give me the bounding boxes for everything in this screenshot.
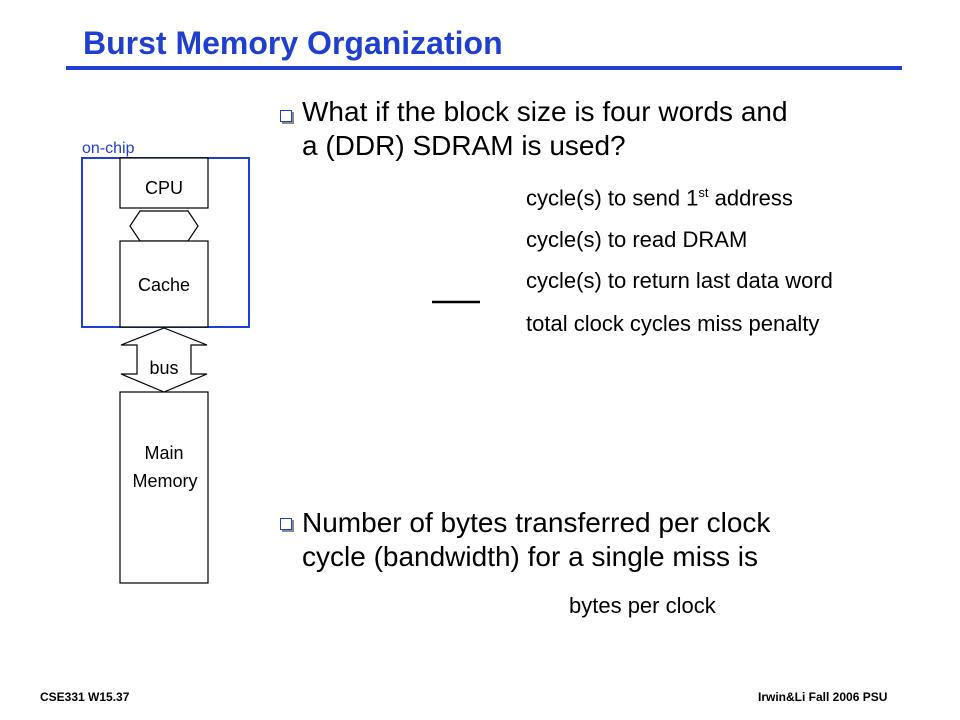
- step-send-address: cycle(s) to send 1st address: [526, 185, 793, 211]
- bullet-bandwidth: Number of bytes transferred per clock cy…: [280, 506, 770, 574]
- cache-box: [119, 240, 209, 328]
- bus-arrow: [120, 327, 208, 393]
- bullet-bandwidth-text: Number of bytes transferred per clock cy…: [302, 506, 770, 574]
- title-underline: [66, 66, 902, 70]
- bullet-block-size: What if the block size is four words and…: [280, 95, 788, 163]
- step-return-data: cycle(s) to return last data word: [526, 268, 833, 293]
- footer-authors: Irwin&Li Fall 2006 PSU: [758, 690, 888, 704]
- bullet-block-size-line2: a (DDR) SDRAM is used?: [302, 130, 626, 161]
- slide-title: Burst Memory Organization: [83, 25, 503, 61]
- cache-label: Cache: [138, 275, 190, 295]
- on-chip-label: on-chip: [82, 140, 135, 157]
- bullet-marker-icon: [280, 518, 292, 530]
- step-send-address-suffix: address: [708, 185, 793, 211]
- step-total-penalty: total clock cycles miss penalty: [526, 311, 820, 336]
- step-send-address-prefix: cycle(s) to send 1: [526, 185, 699, 211]
- footer-course-id: CSE331 W15.37: [40, 690, 130, 704]
- bullet-bandwidth-line1: Number of bytes transferred per clock: [302, 507, 771, 538]
- bullet-marker-icon: [280, 110, 292, 122]
- main-memory-box: [119, 391, 209, 584]
- bullet-bandwidth-line2: cycle (bandwidth) for a single miss is: [302, 541, 758, 572]
- cpu-cache-connector: [129, 210, 199, 242]
- main-memory-label-line2: Memory: [132, 471, 197, 491]
- bullet-block-size-text: What if the block size is four words and…: [302, 95, 788, 163]
- step-read-dram: cycle(s) to read DRAM: [526, 227, 748, 252]
- cpu-box: [119, 157, 209, 209]
- bus-label: bus: [149, 358, 178, 378]
- bandwidth-unit: bytes per clock: [569, 593, 716, 618]
- bullet-block-size-line1: What if the block size is four words and: [302, 96, 788, 127]
- cpu-label: CPU: [145, 178, 183, 198]
- step-send-address-superscript: st: [698, 185, 709, 200]
- main-memory-label-line1: Main: [144, 443, 183, 463]
